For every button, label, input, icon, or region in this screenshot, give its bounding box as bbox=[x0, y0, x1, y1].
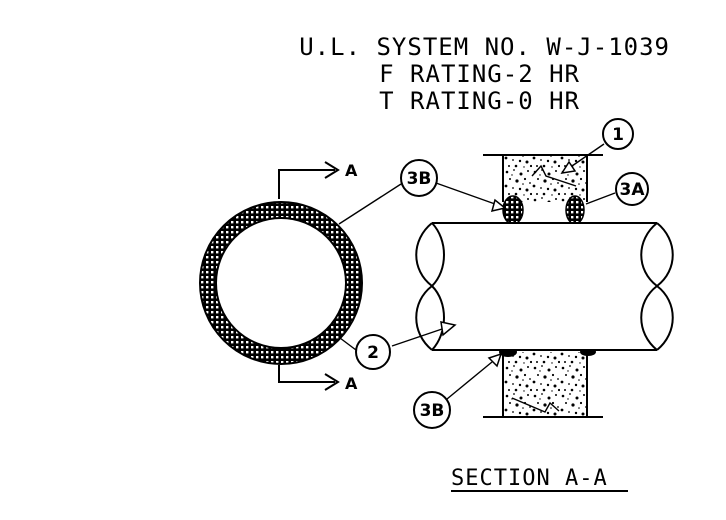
wall-top bbox=[483, 154, 603, 202]
pipe-cross-section bbox=[199, 201, 363, 365]
pipe-side-view bbox=[415, 222, 674, 351]
callout-2-label: 2 bbox=[367, 343, 379, 363]
pipe-interior bbox=[215, 217, 347, 349]
wall-bottom-break-line bbox=[511, 397, 560, 413]
callout-3b-top-label: 3B bbox=[407, 169, 432, 189]
callout-3b-bottom: 3B bbox=[413, 352, 503, 429]
callout-3b-bottom-label: 3B bbox=[420, 401, 445, 421]
callout-3b-leader-insulation bbox=[338, 183, 402, 225]
t-rating: T RATING-0 HR bbox=[379, 87, 580, 115]
wall-top-fill bbox=[503, 155, 587, 202]
system-number: U.L. SYSTEM NO. W-J-1039 bbox=[299, 33, 670, 61]
wall-top-break-line bbox=[531, 164, 577, 187]
callout-1-label: 1 bbox=[612, 125, 624, 145]
sealant-bead-top-right bbox=[565, 195, 585, 225]
callout-2: 2 bbox=[339, 321, 457, 370]
section-arrow-bottom: A bbox=[278, 365, 358, 393]
section-arrow-top-label: A bbox=[345, 161, 358, 180]
section-label: SECTION A-A bbox=[451, 466, 608, 491]
callout-1: 1 bbox=[560, 118, 634, 174]
wall-bottom-fill bbox=[503, 352, 587, 417]
f-rating: F RATING-2 HR bbox=[379, 60, 580, 88]
callout-3a: 3A bbox=[585, 172, 649, 206]
sealant-bead-top-left bbox=[502, 195, 524, 225]
section-arrow-bottom-label: A bbox=[345, 374, 358, 393]
wall-bottom bbox=[483, 352, 603, 418]
section-arrow-top: A bbox=[278, 161, 358, 199]
callout-3a-label: 3A bbox=[620, 180, 646, 200]
callout-3b-top: 3B bbox=[400, 159, 507, 213]
